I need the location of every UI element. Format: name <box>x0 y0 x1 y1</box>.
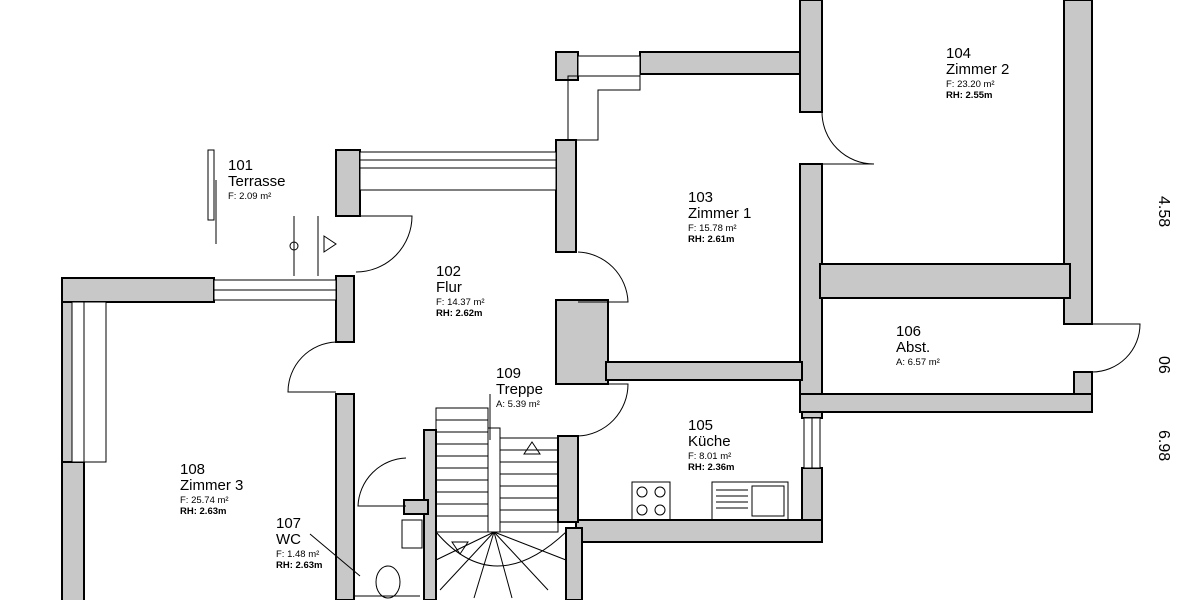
room-number: 102 <box>436 263 462 280</box>
room-area: A: 5.39 m² <box>496 398 540 410</box>
dimension-label: 06 <box>1155 356 1172 374</box>
room-number: 103 <box>688 189 714 206</box>
room-number: 108 <box>180 461 206 478</box>
room-number: 105 <box>688 417 714 434</box>
room-area: F: 23.20 m² <box>946 78 995 90</box>
stairs <box>435 394 567 599</box>
room-number: 107 <box>276 515 302 532</box>
room-area: F: 2.09 m² <box>228 190 272 202</box>
dimension-label: 4.58 <box>1155 196 1172 228</box>
room-label-108: 108 Zimmer 3 F: 25.74 m² RH: 2.63m <box>180 462 243 517</box>
room-name: Küche <box>688 432 731 450</box>
room-area: F: 1.48 m² <box>276 548 320 560</box>
room-name: Treppe <box>496 380 543 398</box>
fixtures <box>215 180 789 599</box>
room-label-103: 103 Zimmer 1 F: 15.78 m² RH: 2.61m <box>688 190 751 245</box>
room-number: 101 <box>228 157 254 174</box>
dimension-label: 6.98 <box>1155 430 1172 462</box>
room-name: Zimmer 2 <box>946 60 1010 78</box>
room-name: Terrasse <box>228 172 286 190</box>
room-label-101: 101 Terrasse F: 2.09 m² <box>228 158 286 201</box>
room-number: 106 <box>896 323 922 340</box>
room-label-104: 104 Zimmer 2 F: 23.20 m² RH: 2.55m <box>946 46 1009 101</box>
room-height: RH: 2.63m <box>180 506 227 518</box>
room-height: RH: 2.55m <box>946 90 993 102</box>
room-area: F: 14.37 m² <box>436 296 485 308</box>
room-label-105: 105 Küche F: 8.01 m² RH: 2.36m <box>688 418 734 473</box>
windows <box>71 55 821 469</box>
room-height: RH: 2.63m <box>276 560 323 572</box>
room-label-109: 109 Treppe A: 5.39 m² <box>496 366 543 409</box>
doors <box>287 111 1141 507</box>
room-area: F: 25.74 m² <box>180 494 229 506</box>
room-height: RH: 2.61m <box>688 234 735 246</box>
room-name: Zimmer 1 <box>688 204 752 222</box>
room-height: RH: 2.62m <box>436 308 483 320</box>
room-name: WC <box>276 530 301 548</box>
room-area: F: 15.78 m² <box>688 222 737 234</box>
room-name: Flur <box>436 278 462 296</box>
room-label-106: 106 Abst. A: 6.57 m² <box>896 324 940 367</box>
room-name: Zimmer 3 <box>180 476 244 494</box>
room-label-102: 102 Flur F: 14.37 m² RH: 2.62m <box>436 264 485 319</box>
room-area: F: 8.01 m² <box>688 450 732 462</box>
room-number: 109 <box>496 365 522 382</box>
room-area: A: 6.57 m² <box>896 356 940 368</box>
room-label-107: 107 WC F: 1.48 m² RH: 2.63m <box>276 516 322 571</box>
room-height: RH: 2.36m <box>688 462 735 474</box>
room-name: Abst. <box>896 338 931 356</box>
room-number: 104 <box>946 45 972 62</box>
